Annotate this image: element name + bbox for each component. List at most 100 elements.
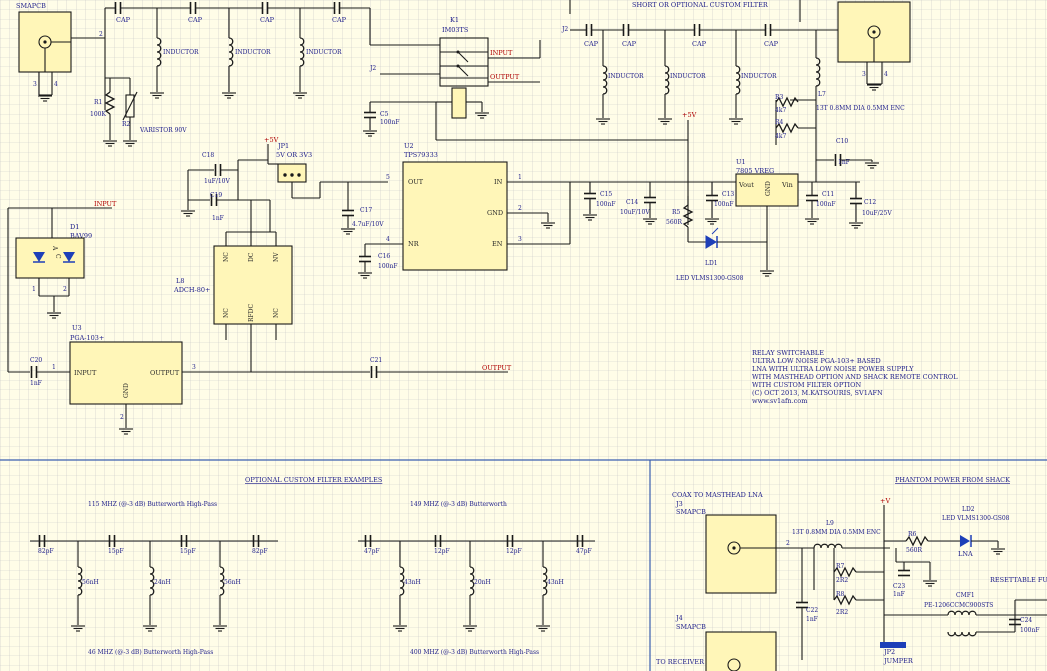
svg-text:R4: R4 <box>775 119 784 126</box>
svg-text:DC: DC <box>248 252 255 262</box>
u1-regulator: +5V R5 560R LD1 LED VLMS1300-GS08 C13 10… <box>666 111 892 282</box>
svg-text:CAP: CAP <box>332 16 347 24</box>
svg-text:C24: C24 <box>1020 617 1032 624</box>
svg-text:INDUCTOR: INDUCTOR <box>306 49 342 56</box>
svg-text:ULTRA LOW NOISE PGA-103+ BASED: ULTRA LOW NOISE PGA-103+ BASED <box>752 357 881 365</box>
svg-text:J3: J3 <box>675 500 683 508</box>
svg-text:(C) OCT 2013, M.KATSOURIS, SV1: (C) OCT 2013, M.KATSOURIS, SV1AFN <box>752 389 883 397</box>
svg-text:OUTPUT: OUTPUT <box>490 73 520 81</box>
svg-text:R2: R2 <box>122 121 131 128</box>
svg-text:INDUCTOR: INDUCTOR <box>741 73 777 80</box>
svg-text:47pF: 47pF <box>576 548 592 555</box>
svg-text:A: A <box>51 245 58 251</box>
svg-text:5: 5 <box>386 174 390 181</box>
svg-text:2R2: 2R2 <box>836 577 848 584</box>
svg-text:L7: L7 <box>818 91 826 98</box>
svg-text:VARISTOR 90V: VARISTOR 90V <box>139 127 187 134</box>
svg-text:LD1: LD1 <box>705 260 718 267</box>
svg-text:C16: C16 <box>378 253 390 260</box>
svg-text:INDUCTOR: INDUCTOR <box>235 49 271 56</box>
svg-text:5V OR 3V3: 5V OR 3V3 <box>276 151 312 159</box>
svg-text:L9: L9 <box>826 520 834 527</box>
svg-text:LNA: LNA <box>958 550 973 558</box>
svg-text:U1: U1 <box>736 158 746 166</box>
svg-text:4k7: 4k7 <box>775 133 786 140</box>
svg-text:24nH: 24nH <box>154 579 171 586</box>
svg-text:GND: GND <box>123 383 130 398</box>
svg-text:INDUCTOR: INDUCTOR <box>670 73 706 80</box>
svg-text:56nH: 56nH <box>82 579 99 586</box>
svg-text:100nF: 100nF <box>714 201 733 208</box>
svg-text:CAP: CAP <box>188 16 203 24</box>
svg-text:1nF: 1nF <box>893 591 905 598</box>
svg-text:OUTPUT: OUTPUT <box>482 364 512 372</box>
svg-text:2R2: 2R2 <box>836 609 848 616</box>
svg-text:INPUT: INPUT <box>94 200 117 208</box>
svg-text:LD2: LD2 <box>962 506 975 513</box>
svg-text:RESETTABLE FUSE: RESETTABLE FUSE <box>990 576 1047 584</box>
svg-text:C10: C10 <box>836 138 848 145</box>
svg-text:C11: C11 <box>822 191 834 198</box>
svg-text:NC: NC <box>223 308 230 318</box>
svg-text:RFDC: RFDC <box>248 304 255 322</box>
svg-text:TPS79333: TPS79333 <box>404 151 438 159</box>
svg-text:56nH: 56nH <box>224 579 241 586</box>
svg-text:100nF: 100nF <box>378 263 397 270</box>
svg-text:R1: R1 <box>94 99 102 106</box>
svg-text:13T 0.8MM DIA 0.5MM ENC: 13T 0.8MM DIA 0.5MM ENC <box>816 105 905 112</box>
svg-text:J4: J4 <box>675 614 683 622</box>
svg-text:NC: NC <box>223 252 230 262</box>
u3-amplifier: U3 PGA-103+ INPUT OUTPUT GND C20 1nF 1 3… <box>30 324 512 435</box>
svg-text:C17: C17 <box>360 207 372 214</box>
svg-text:1nF: 1nF <box>30 380 42 387</box>
svg-text:1: 1 <box>52 364 56 371</box>
svg-text:115 MHZ (@-3 dB) Butterworth H: 115 MHZ (@-3 dB) Butterworth High-Pass <box>88 501 217 508</box>
svg-text:LED VLMS1300-GS08: LED VLMS1300-GS08 <box>676 275 744 282</box>
svg-text:R6: R6 <box>908 531 917 538</box>
svg-text:2: 2 <box>63 286 67 293</box>
svg-text:4k7: 4k7 <box>775 107 786 114</box>
svg-text:560R: 560R <box>906 547 922 554</box>
d1-protection-diodes: INPUT D1 BAV99 A C 1 2 <box>7 200 117 373</box>
svg-text:C18: C18 <box>202 152 214 159</box>
svg-text:1nF: 1nF <box>806 616 818 623</box>
svg-text:100nF: 100nF <box>596 201 615 208</box>
svg-text:C21: C21 <box>370 357 382 364</box>
svg-text:JUMPER: JUMPER <box>883 657 914 665</box>
svg-text:OPTIONAL CUSTOM FILTER EXAMPLE: OPTIONAL CUSTOM FILTER EXAMPLES <box>245 476 382 484</box>
design-notes: RELAY SWITCHABLE ULTRA LOW NOISE PGA-103… <box>752 349 958 405</box>
svg-text:GND: GND <box>487 209 503 217</box>
svg-text:C5: C5 <box>380 111 389 118</box>
svg-text:PGA-103+: PGA-103+ <box>70 334 104 342</box>
svg-text:PHANTOM POWER FROM SHACK: PHANTOM POWER FROM SHACK <box>895 476 1010 484</box>
output-sma-connector: 3 4 L7 13T 0.8MM DIA 0.5MM ENC R3 4k7 R4… <box>775 1 911 182</box>
svg-text:CAP: CAP <box>116 16 131 24</box>
svg-text:ADCH-80+: ADCH-80+ <box>173 286 210 294</box>
svg-text:1: 1 <box>518 174 522 181</box>
svg-text:4: 4 <box>386 236 390 243</box>
svg-text:47pF: 47pF <box>364 548 380 555</box>
svg-text:R8: R8 <box>836 591 845 598</box>
svg-text:+V: +V <box>880 497 890 505</box>
relay-k1: K1 IM03TS INPUT OUTPUT J2 C5 100nF <box>362 8 688 141</box>
svg-text:C22: C22 <box>806 607 818 614</box>
svg-text:D1: D1 <box>70 223 79 231</box>
svg-text:NV: NV <box>273 252 280 262</box>
svg-text:L8: L8 <box>176 277 184 285</box>
svg-text:GND: GND <box>765 181 772 196</box>
svg-text:82pF: 82pF <box>38 548 54 555</box>
svg-text:4: 4 <box>54 81 58 88</box>
svg-text:1: 1 <box>32 286 36 293</box>
svg-text:U2: U2 <box>404 142 414 150</box>
svg-text:INPUT: INPUT <box>74 369 97 377</box>
svg-text:J2: J2 <box>369 65 376 72</box>
svg-text:WITH CUSTOM FILTER OPTION: WITH CUSTOM FILTER OPTION <box>752 381 861 389</box>
svg-text:3: 3 <box>518 236 522 243</box>
svg-text:C: C <box>54 254 61 259</box>
svg-text:INDUCTOR: INDUCTOR <box>608 73 644 80</box>
svg-text:15pF: 15pF <box>108 548 124 555</box>
svg-text:R7: R7 <box>836 563 845 570</box>
svg-text:15pF: 15pF <box>180 548 196 555</box>
svg-text:100K: 100K <box>90 111 106 118</box>
